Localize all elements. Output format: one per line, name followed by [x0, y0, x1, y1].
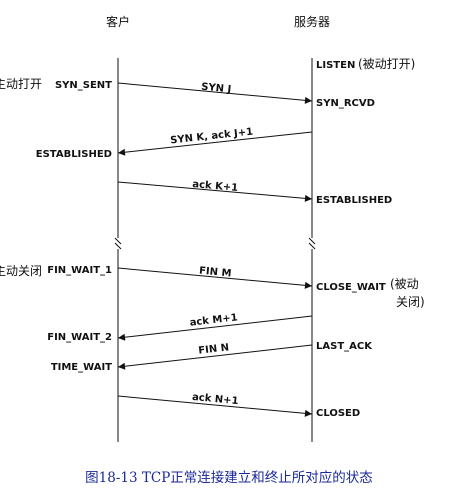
server-state-established: ESTABLISHED [316, 195, 392, 206]
client-state-syn-sent: SYN_SENT [55, 80, 112, 91]
label-ack-m: ack M+1 [189, 312, 238, 328]
client-state-time-wait: TIME_WAIT [51, 362, 112, 373]
server-state-closed: CLOSED [316, 408, 360, 419]
label-syn-k-ack: SYN K, ack J+1 [170, 127, 254, 147]
client-state-established: ESTABLISHED [36, 149, 112, 160]
arrow-fin-m [117, 267, 313, 289]
arrow-ack-k [117, 181, 313, 202]
label-syn-j: SYN J [201, 82, 232, 96]
arrow-ack-m [117, 315, 313, 341]
arrow-syn-k-ack [117, 131, 313, 156]
label-fin-m: FIN M [199, 266, 232, 280]
server-state-last-ack: LAST_ACK [316, 341, 373, 352]
server-state-close-wait: CLOSE_WAIT [316, 282, 386, 293]
label-ack-k: ack K+1 [192, 179, 239, 194]
active-open-label: 主动打开 [0, 77, 42, 91]
client-state-fin-wait-2: FIN_WAIT_2 [47, 332, 112, 343]
label-ack-n: ack N+1 [192, 392, 239, 407]
label-fin-n: FIN N [198, 342, 230, 356]
server-state-syn-rcvd: SYN_RCVD [316, 98, 375, 109]
server-timeline-break [308, 237, 316, 250]
client-state-fin-wait-1: FIN_WAIT_1 [47, 265, 112, 276]
arrow-ack-n [117, 395, 313, 417]
client-header: 客户 [106, 14, 130, 29]
passive-open-label: (被动打开) [358, 57, 415, 71]
arrow-syn-j [117, 82, 313, 104]
server-header: 服务器 [294, 14, 330, 29]
passive-close-label-2: 关闭) [396, 295, 425, 309]
active-close-label: 主动关闭 [0, 264, 42, 278]
figure-caption: 图18-13 TCP正常连接建立和终止所对应的状态 [85, 470, 373, 486]
arrow-fin-n [117, 344, 313, 370]
passive-close-label-1: (被动 [390, 277, 419, 291]
server-state-listen: LISTEN [316, 60, 355, 71]
client-timeline-break [114, 237, 122, 250]
